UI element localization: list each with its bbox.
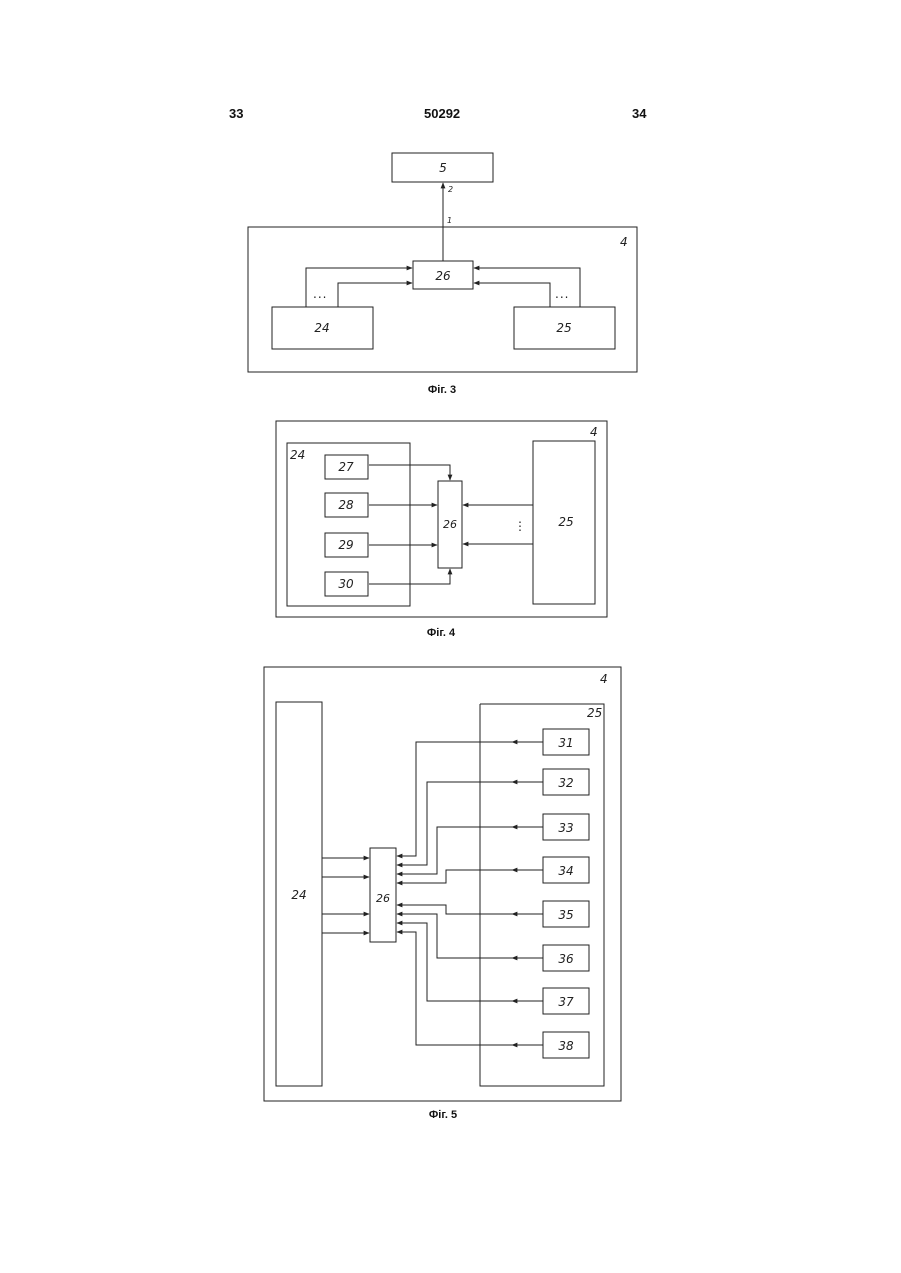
fig5-link-32-26	[397, 782, 543, 865]
fig5-link-36-26	[397, 914, 543, 958]
fig5-label-24: 24	[291, 888, 306, 902]
fig3-ellipsis-right: ...	[555, 287, 569, 301]
fig4-label-27: 27	[338, 460, 354, 474]
fig4-label-30: 30	[338, 577, 354, 591]
fig5-label-36: 36	[558, 952, 574, 966]
figure-5	[264, 667, 621, 1101]
fig3-label-5: 5	[439, 161, 447, 175]
fig3-line-label-2: 2	[448, 185, 453, 194]
fig5-block-25	[480, 704, 604, 1086]
fig5-link-38-26	[397, 932, 543, 1045]
fig4-caption: Фіг. 4	[427, 627, 456, 639]
fig5-label-26: 26	[376, 892, 390, 905]
figure-3	[248, 153, 637, 372]
fig5-caption: Фіг. 5	[429, 1109, 457, 1121]
fig5-label-32: 32	[558, 776, 573, 790]
fig5-label-25: 25	[587, 706, 602, 720]
fig3-line-label-1: 1	[447, 216, 452, 225]
fig3-label-24: 24	[314, 321, 329, 335]
fig4-block-4	[276, 421, 607, 617]
fig3-label-26: 26	[435, 269, 451, 283]
fig4-label-25: 25	[558, 515, 573, 529]
fig3-link-25-26-b	[474, 283, 550, 307]
fig5-label-33: 33	[558, 821, 573, 835]
fig5-label-37: 37	[558, 995, 574, 1009]
fig3-ellipsis-left: ...	[313, 287, 327, 301]
fig4-label-24: 24	[290, 448, 305, 462]
fig5-link-34-26	[397, 870, 543, 883]
fig3-label-4: 4	[620, 235, 628, 249]
fig5-block-4	[264, 667, 621, 1101]
fig5-label-31: 31	[558, 736, 573, 750]
fig5-link-31-26	[397, 742, 543, 856]
fig4-label-28: 28	[338, 498, 354, 512]
fig4-label-29: 29	[338, 538, 353, 552]
figure-4	[276, 421, 607, 617]
fig4-label-26: 26	[443, 518, 457, 531]
fig5-label-35: 35	[558, 908, 573, 922]
fig4-label-4: 4	[590, 425, 598, 439]
fig3-link-24-26-b	[338, 283, 412, 307]
fig3-label-25: 25	[556, 321, 571, 335]
fig5-label-38: 38	[558, 1039, 574, 1053]
fig5-link-37-26	[397, 923, 543, 1001]
fig4-ellipsis: ⋮	[514, 519, 527, 533]
fig5-label-4: 4	[600, 672, 608, 686]
fig5-link-33-26	[397, 827, 543, 874]
fig3-caption: Фіг. 3	[428, 384, 456, 396]
fig5-label-34: 34	[558, 864, 573, 878]
fig5-link-35-26	[397, 905, 543, 914]
